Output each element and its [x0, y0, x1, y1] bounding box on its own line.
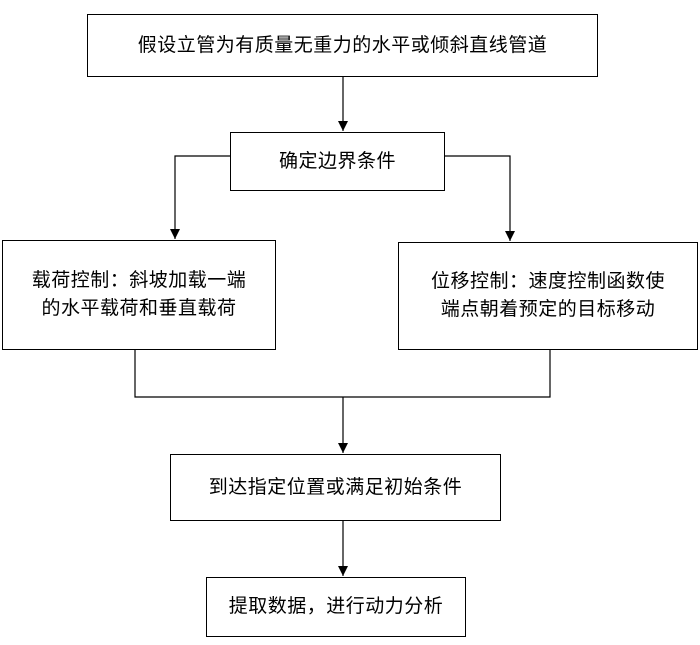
node-load-control: 载荷控制：斜坡加载一端 的水平载荷和垂直载荷: [2, 240, 276, 350]
connector-displacement-control-merge: [343, 350, 551, 398]
node-assumption: 假设立管为有质量无重力的水平或倾斜直线管道: [87, 14, 598, 77]
node-assumption-label: 假设立管为有质量无重力的水平或倾斜直线管道: [137, 33, 548, 56]
node-displacement-control: 位移控制：速度控制函数使 端点朝着预定的目标移动: [398, 242, 698, 350]
node-displacement-control-line-2: 端点朝着预定的目标移动: [440, 298, 656, 320]
node-boundary-conditions-label: 确定边界条件: [278, 149, 396, 172]
connector-load-control-merge: [134, 350, 343, 398]
node-boundary-conditions: 确定边界条件: [230, 132, 445, 191]
node-extract-data-label: 提取数据，进行动力分析: [228, 595, 444, 618]
arrow-boundary-to-displacement-control: [445, 155, 515, 241]
node-load-control-line-1: 载荷控制：斜坡加载一端: [31, 269, 247, 292]
arrow-boundary-to-load-control: [170, 155, 230, 239]
node-reach-target-label: 到达指定位置或满足初始条件: [208, 475, 463, 498]
node-extract-data: 提取数据，进行动力分析: [206, 577, 466, 637]
node-displacement-control-line-1: 位移控制：速度控制函数使: [430, 270, 665, 293]
node-reach-target: 到达指定位置或满足初始条件: [170, 454, 501, 521]
node-load-control-line-2: 的水平载荷和垂直载荷: [41, 297, 237, 319]
